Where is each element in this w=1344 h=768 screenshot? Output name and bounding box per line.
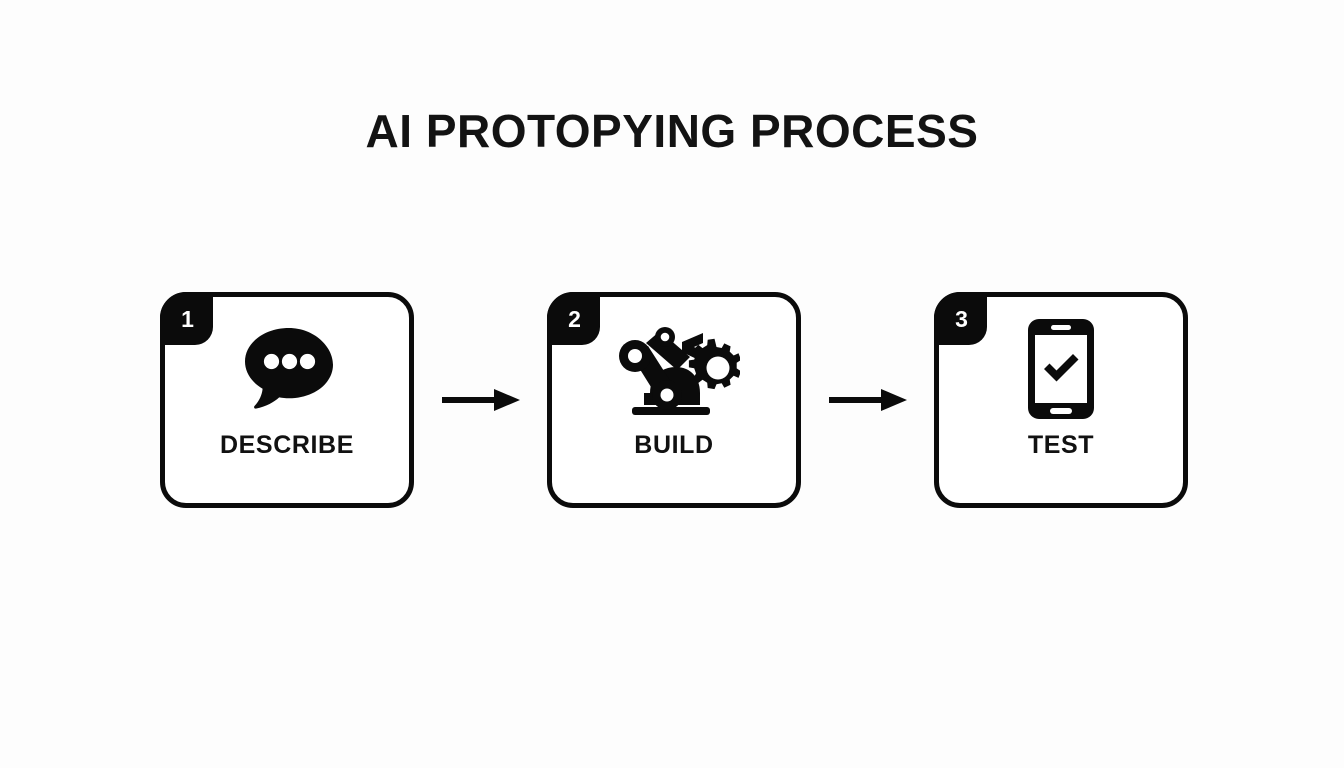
- page-title: AI PROTOPYING PROCESS: [365, 105, 979, 157]
- speech-bubble-dots-icon: [241, 319, 333, 419]
- step-label-test: TEST: [1027, 431, 1095, 459]
- step-card-describe[interactable]: 1 DESCRIBE: [160, 292, 414, 508]
- process-flow: 1 DESCRIBE 2: [160, 292, 1188, 508]
- step-label-build: BUILD: [634, 431, 714, 459]
- step-label-describe: DESCRIBE: [220, 431, 354, 459]
- step-number-badge: 1: [160, 292, 213, 345]
- robot-arm-gear-icon: [608, 319, 740, 419]
- step-number-badge: 3: [934, 292, 987, 345]
- step-number-badge: 2: [547, 292, 600, 345]
- arrow-right-icon-1: [441, 385, 521, 415]
- step-number-label: 3: [955, 305, 968, 332]
- smartphone-check-icon: [1027, 319, 1095, 419]
- arrow-right-icon-2: [828, 385, 908, 415]
- step-card-test[interactable]: 3 TEST: [934, 292, 1188, 508]
- step-card-build[interactable]: 2: [547, 292, 801, 508]
- step-number-label: 2: [568, 305, 581, 332]
- step-number-label: 1: [181, 305, 194, 332]
